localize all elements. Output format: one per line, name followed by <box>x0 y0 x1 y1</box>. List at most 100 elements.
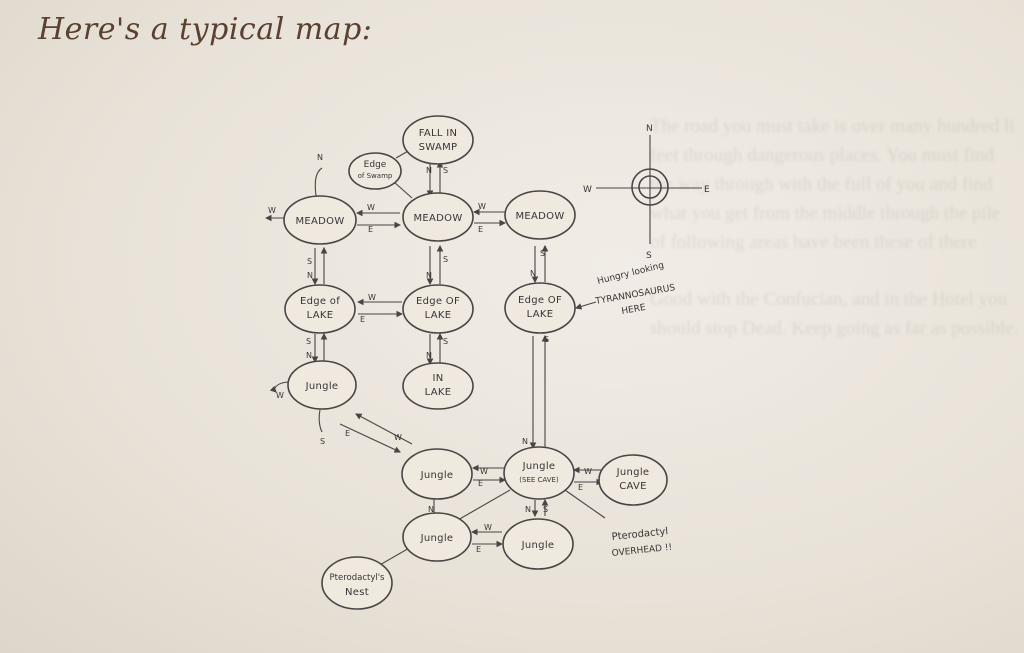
compass-label-w: W <box>583 185 592 195</box>
pterodactyl-note: Pterodactyl OVERHEAD !! <box>611 526 672 559</box>
node-jungle-cave: Jungle CAVE <box>598 454 668 506</box>
dir-label-s: S <box>544 335 549 344</box>
tyrannosaurus-note: Hungry looking TYRANNOSAURUS HERE <box>594 261 677 317</box>
dir-label-n: N <box>530 269 536 278</box>
dir-label-n: N <box>317 153 323 162</box>
bleed-through-text: The road you must take is over many hund… <box>650 112 1020 371</box>
dir-label-e: E <box>360 315 365 324</box>
bleed-through-paragraph-2: Good with the Confucian, and in the Hote… <box>650 289 1019 339</box>
dir-label-w: W <box>394 433 402 442</box>
node-label-line-2: LAKE <box>425 387 452 398</box>
node-label: MEADOW <box>295 216 344 227</box>
node-edge-of-swamp: Edge of Swamp <box>348 152 402 190</box>
dir-label-e: E <box>478 225 483 234</box>
dir-label-s: S <box>320 437 325 446</box>
node-label-line-1: Pterodactyl's <box>330 573 386 583</box>
node-label-line-1: FALL IN <box>419 128 458 139</box>
tyrannosaurus-note-line-2: TYRANNOSAURUS <box>594 283 677 307</box>
node-label-line-2: LAKE <box>307 310 334 321</box>
connection-jungle-w-west <box>269 381 291 393</box>
node-label-line-2: of Swamp <box>358 172 393 180</box>
dir-label-n: N <box>426 271 432 280</box>
dir-label-w: W <box>584 467 592 476</box>
bleed-through-paragraph-1: The road you must take is over many hund… <box>650 116 1015 253</box>
dir-label-w: W <box>484 523 492 532</box>
node-label-line-2: CAVE <box>619 481 647 492</box>
node-pterodactyls-nest: Pterodactyl's Nest <box>321 556 393 610</box>
dir-label-n: N <box>426 166 432 175</box>
node-label-line-1: Edge <box>364 160 387 170</box>
compass-label-n: N <box>646 124 653 134</box>
node-label-line-2: (SEE CAVE) <box>519 476 559 484</box>
dir-label-s: S <box>540 249 545 258</box>
connection-jungle-c-to-w <box>355 413 413 445</box>
node-jungle-lower-right: Jungle <box>502 518 574 570</box>
node-label-line-2: Nest <box>345 587 369 598</box>
dir-label-e: E <box>345 429 350 438</box>
node-label: Jungle <box>305 381 339 392</box>
node-edge-of-lake-east: Edge OF LAKE <box>504 282 576 334</box>
node-in-lake: IN LAKE <box>402 362 474 410</box>
dir-label-n: N <box>428 505 434 514</box>
node-jungle-see-cave: Jungle (SEE CAVE) <box>503 446 575 500</box>
node-label-line-1: Edge OF <box>518 295 562 306</box>
page-heading: Here's a typical map: <box>38 12 373 47</box>
dir-label-s: S <box>543 505 548 514</box>
dir-label-e: E <box>578 483 583 492</box>
dir-label-w: W <box>367 203 375 212</box>
dir-label-s: S <box>443 255 448 264</box>
connection-jungle-w-to-c <box>339 423 401 453</box>
node-label: Jungle <box>420 533 454 544</box>
node-edge-of-lake-center: Edge OF LAKE <box>402 284 474 334</box>
compass-rose: N S W E <box>583 124 710 261</box>
node-meadow-west: MEADOW <box>283 195 357 245</box>
dir-label-n: N <box>525 505 531 514</box>
dir-label-n: N <box>426 351 432 360</box>
node-jungle-center: Jungle <box>401 448 473 500</box>
dir-label-s: S <box>306 337 311 346</box>
tyrannosaurus-note-line-1: Hungry looking <box>596 261 665 287</box>
node-fall-in-swamp: FALL IN SWAMP <box>402 115 474 165</box>
compass-label-s: S <box>646 251 652 261</box>
compass-outer-ring <box>631 168 669 206</box>
pterodactyl-note-line-2: OVERHEAD !! <box>611 543 672 559</box>
node-label-line-2: SWAMP <box>419 142 458 153</box>
dir-label-e: E <box>476 545 481 554</box>
dir-label-w: W <box>268 206 276 215</box>
pterodactyl-note-line-1: Pterodactyl <box>611 526 669 543</box>
node-label-line-1: Edge OF <box>416 296 460 307</box>
compass-label-e: E <box>704 185 710 195</box>
node-label-line-2: LAKE <box>527 309 554 320</box>
node-label-line-1: Jungle <box>616 467 650 478</box>
node-label-line-1: Jungle <box>522 461 556 472</box>
connection-meadow-w-north <box>314 167 323 197</box>
node-label: MEADOW <box>515 211 564 222</box>
tyrannosaurus-pointer <box>574 301 597 310</box>
dir-label-n: N <box>522 437 528 446</box>
node-edge-of-lake-west: Edge of LAKE <box>284 284 356 334</box>
node-meadow-center: MEADOW <box>402 192 474 242</box>
dir-label-w: W <box>478 202 486 211</box>
dir-label-w: W <box>480 467 488 476</box>
node-label: Jungle <box>521 540 555 551</box>
node-meadow-east: MEADOW <box>504 190 576 240</box>
node-label-line-1: Edge of <box>300 296 340 307</box>
tyrannosaurus-note-line-3: HERE <box>621 303 647 317</box>
dir-label-w: W <box>276 391 284 400</box>
dir-label-n: N <box>306 351 312 360</box>
dir-label-n: N <box>307 271 313 280</box>
node-label-line-2: LAKE <box>425 310 452 321</box>
dir-label-s: S <box>443 166 448 175</box>
compass-inner-ring <box>638 175 662 199</box>
connection-edge-swamp-meadow <box>393 181 413 199</box>
dir-label-e: E <box>368 225 373 234</box>
dir-label-e: E <box>478 479 483 488</box>
node-label-line-1: IN <box>432 373 443 384</box>
direction-labels: N W W E W E N S S N S N S N W E S N S N … <box>268 153 592 554</box>
node-jungle-lower-left: Jungle <box>402 512 472 562</box>
node-label: Jungle <box>420 470 454 481</box>
connection-jungle-w-south <box>318 409 323 433</box>
dir-label-w: W <box>368 293 376 302</box>
